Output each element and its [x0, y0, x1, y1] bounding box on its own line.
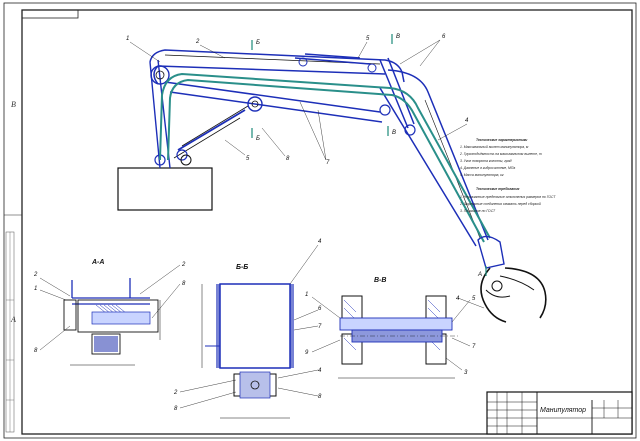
- rotator: [477, 235, 505, 269]
- svg-text:8: 8: [318, 394, 322, 400]
- grapple-jaws: [480, 267, 547, 323]
- tech-req-line-4: 4. Давление в гидросистеме, МПа: [460, 166, 515, 170]
- section-b-b-label: Б-Б: [236, 264, 248, 271]
- svg-text:3: 3: [464, 370, 468, 376]
- callout-2: 2: [195, 39, 200, 45]
- svg-text:8: 8: [182, 281, 186, 287]
- callout-6: 6: [442, 34, 446, 40]
- cut-mark-a: А: [477, 272, 482, 278]
- svg-text:4: 4: [318, 368, 322, 374]
- zone-label-v: В: [11, 100, 16, 109]
- section-a-a: А-А 2 1 8 2 8: [33, 259, 186, 366]
- section-v-v: В-В 1 9 5 7 3: [305, 277, 476, 379]
- zone-label-a: А: [10, 315, 16, 324]
- hydraulic-hose-1: [159, 72, 491, 239]
- technical-notes: Технические характеристики 1. Максимальн…: [459, 138, 556, 213]
- tech-req-line-3: 3. Угол поворота колонны, град: [460, 159, 512, 163]
- svg-text:1: 1: [34, 286, 37, 292]
- callout-5: 5: [366, 36, 370, 42]
- lower-boom: [164, 81, 383, 123]
- svg-text:8: 8: [174, 406, 178, 412]
- title-block: Манипулятор: [486, 391, 633, 435]
- lift-cylinder: [177, 109, 246, 151]
- tech-note-line-1: 1. Неуказанные предельные отклонения раз…: [460, 195, 556, 199]
- top-cylinder: [294, 53, 371, 65]
- hydraulic-hose-2: [167, 78, 485, 243]
- section-a-a-label: А-А: [91, 259, 104, 266]
- svg-text:6: 6: [318, 306, 322, 312]
- jib: [379, 69, 489, 247]
- manipulator-main-view: 1 2 5 6 4 3 8 7 5 4 Б Б В В А: [117, 34, 547, 323]
- base-block: [117, 167, 213, 211]
- tech-notes-heading: Технические требования: [476, 187, 519, 191]
- svg-text:9: 9: [305, 350, 309, 356]
- callout-8: 8: [286, 156, 290, 162]
- svg-text:1: 1: [305, 292, 308, 298]
- svg-text:2: 2: [173, 390, 178, 396]
- cut-mark-b-top: Б: [256, 40, 260, 46]
- svg-text:2: 2: [181, 262, 186, 268]
- section-b-b: Б-Б 4 6 7 2 8 4 8: [173, 239, 322, 419]
- tech-req-line-5: 5. Масса манипулятора, кг: [460, 173, 504, 177]
- svg-text:4: 4: [318, 239, 322, 245]
- outer-frame: [3, 2, 637, 439]
- svg-text:5: 5: [472, 296, 476, 302]
- tech-req-line-1: 1. Максимальный вылет манипулятора, м: [460, 145, 529, 149]
- callout-7: 7: [326, 160, 330, 166]
- cut-mark-v-top: В: [396, 34, 400, 40]
- callout-5b: 5: [246, 156, 250, 162]
- inner-frame: [21, 9, 633, 435]
- top-left-stamp: [21, 9, 79, 19]
- callout-4b: 4: [456, 296, 460, 302]
- tech-req-line-2: 2. Грузоподъёмность на максимальном выле…: [459, 152, 542, 156]
- callout-4: 4: [465, 118, 469, 124]
- svg-text:7: 7: [472, 344, 476, 350]
- svg-text:8: 8: [34, 348, 38, 354]
- svg-text:7: 7: [318, 324, 322, 330]
- tech-req-heading: Технические характеристики: [476, 138, 528, 142]
- cut-mark-v-bottom: В: [392, 130, 396, 136]
- tech-note-line-2: 2. Шарнирные соединения смазать перед сб…: [459, 202, 541, 206]
- callout-1: 1: [126, 36, 129, 42]
- tech-note-line-3: 3. Покрытие по ГОСТ: [460, 209, 496, 213]
- section-v-v-label: В-В: [374, 277, 386, 284]
- cut-mark-b-bottom: Б: [256, 136, 260, 142]
- drawing-title: Манипулятор: [540, 407, 586, 414]
- svg-text:2: 2: [33, 272, 38, 278]
